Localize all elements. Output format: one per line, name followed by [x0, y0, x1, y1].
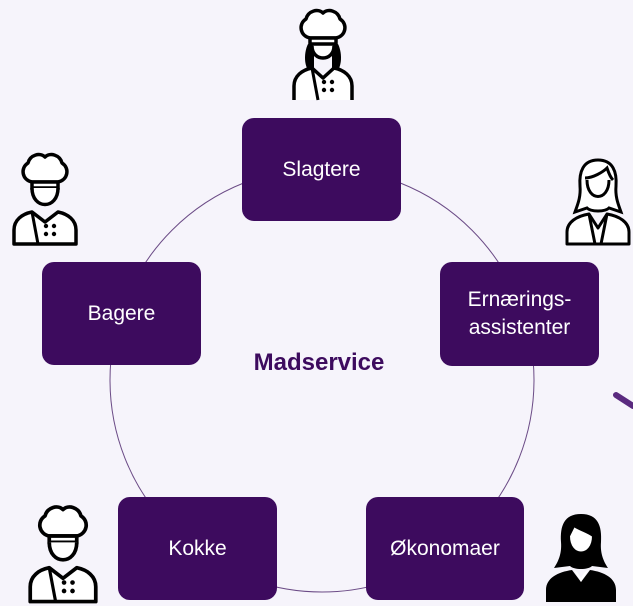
businesswoman-icon	[546, 514, 616, 602]
node-slagtere: Slagtere	[242, 118, 401, 221]
woman-icon	[565, 158, 631, 246]
chef-icon	[28, 505, 98, 604]
chef-icon	[12, 152, 78, 246]
node-bagere: Bagere	[42, 262, 201, 365]
node-okonomaer: Økonomaer	[366, 497, 524, 600]
node-ernaeringsassistenter: Ernærings- assistenter	[440, 262, 599, 366]
center-label: Madservice	[253, 349, 385, 376]
node-kokke: Kokke	[118, 497, 277, 600]
female-chef-icon	[292, 8, 354, 101]
